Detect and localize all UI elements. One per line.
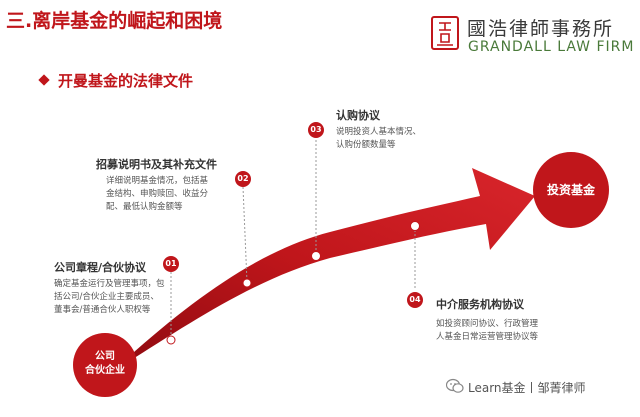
- step-title-02: 招募说明书及其补充文件: [96, 158, 217, 171]
- end-bubble-investment-fund: 投资基金: [533, 152, 609, 228]
- arrow-node-02: [242, 278, 252, 288]
- step-title-03: 认购协议: [336, 109, 380, 122]
- step-number-02: 02: [235, 171, 251, 187]
- start-bubble-line: 公司: [95, 351, 115, 362]
- step-desc-04-line: 人基金日常运营管理协议等: [436, 332, 539, 342]
- step-desc-04-line: 如投资顾问协议、行政管理: [436, 319, 539, 329]
- step-desc-02-line: 金结构、申购赎回、收益分: [106, 189, 209, 199]
- step-desc-03: 说明投资人基本情况、 认购份额数量等: [336, 126, 421, 152]
- step-desc-01-line: 括公司/合伙企业主要成员、: [54, 292, 159, 302]
- arrow-node-04: [410, 221, 420, 231]
- step-number-04: 04: [407, 292, 423, 308]
- step-title-01: 公司章程/合伙协议: [54, 261, 147, 274]
- start-bubble-company-partnership: 公司 合伙企业: [73, 333, 137, 397]
- step-desc-02-line: 详细说明基金情况，包括基: [106, 176, 209, 186]
- connector-02: [242, 186, 248, 283]
- wechat-icon: [446, 378, 464, 393]
- step-desc-01-line: 董事会/普通合伙人职权等: [54, 305, 151, 315]
- arrow-node-01: [166, 335, 176, 345]
- step-desc-04: 如投资顾问协议、行政管理 人基金日常运营管理协议等: [436, 318, 538, 344]
- step-desc-03-line: 说明投资人基本情况、: [336, 127, 422, 137]
- step-desc-02: 详细说明基金情况，包括基 金结构、申购赎回、收益分 配、最低认购金额等: [106, 175, 208, 214]
- step-desc-03-line: 认购份额数量等: [336, 140, 396, 150]
- step-desc-02-line: 配、最低认购金额等: [106, 202, 183, 212]
- start-bubble-line: 合伙企业: [85, 365, 125, 376]
- grandall-seal-logo: [431, 16, 459, 50]
- firm-name-english: GRANDALL LAW FIRM: [468, 39, 635, 55]
- firm-name-chinese: 國浩律師事務所: [467, 18, 615, 40]
- step-number-01: 01: [163, 256, 179, 272]
- step-desc-01: 确定基金运行及管理事项，包 括公司/合伙企业主要成员、 董事会/普通合伙人职权等: [54, 278, 165, 317]
- step-title-04: 中介服务机构协议: [436, 298, 524, 311]
- section-subtitle: 开曼基金的法律文件: [58, 72, 194, 90]
- watermark-text: Learn基金丨邹菁律师: [468, 381, 586, 395]
- step-desc-01-line: 确定基金运行及管理事项，包: [54, 279, 165, 289]
- arrow-node-03: [311, 251, 321, 261]
- curved-arrow-shape: [112, 168, 535, 372]
- step-number-03: 03: [308, 122, 324, 138]
- page-title: 三.离岸基金的崛起和困境: [6, 10, 223, 32]
